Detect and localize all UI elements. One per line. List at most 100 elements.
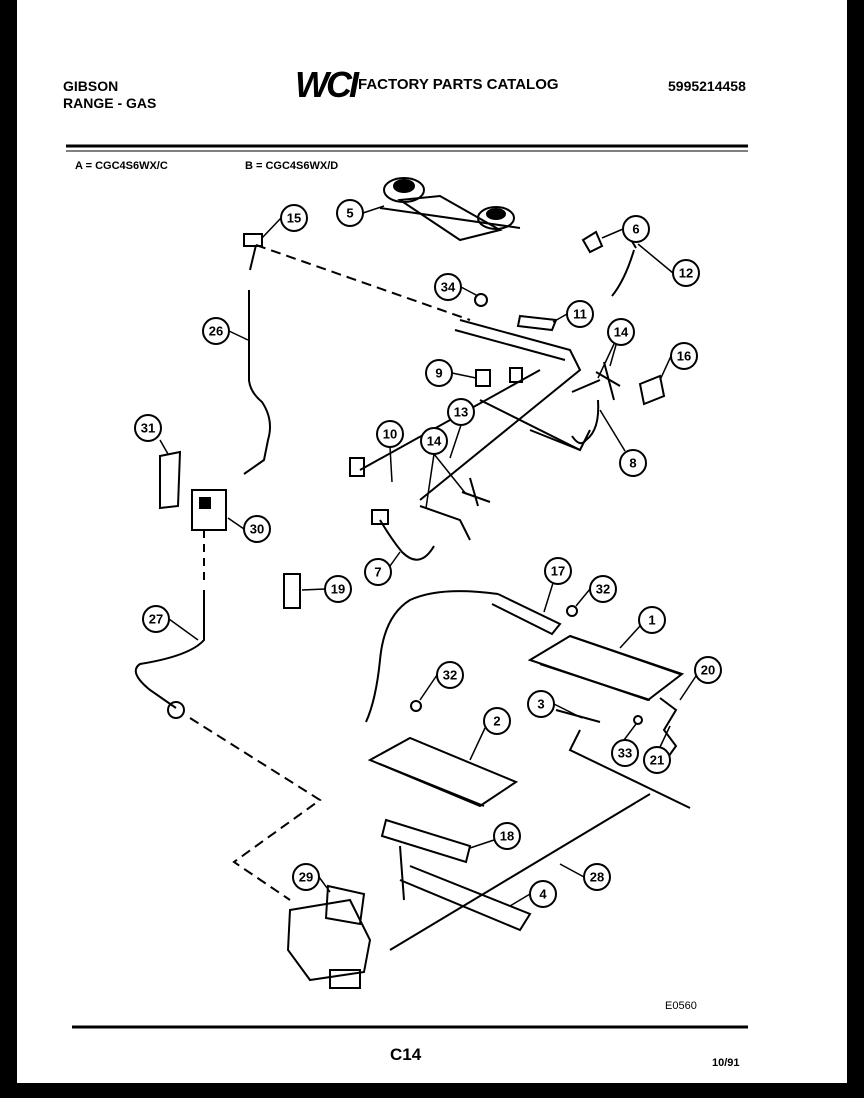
callout-34: 34 (434, 273, 462, 301)
oven-valve-29 (286, 898, 372, 982)
product-type: RANGE - GAS (63, 95, 157, 111)
svg-text:15: 15 (287, 211, 301, 226)
callout-28: 28 (583, 863, 611, 891)
svg-text:32: 32 (596, 582, 610, 597)
svg-text:14: 14 (427, 434, 442, 449)
callout-17: 17 (544, 557, 572, 585)
svg-text:6: 6 (632, 222, 639, 237)
callout-21: 21 (643, 746, 671, 774)
svg-text:17: 17 (551, 564, 565, 579)
callout-15: 15 (280, 204, 308, 232)
part-19 (283, 573, 301, 609)
svg-text:2: 2 (493, 714, 500, 729)
callout-12: 12 (672, 259, 700, 287)
igniter-14b (461, 477, 491, 507)
svg-text:1: 1 (648, 613, 655, 628)
svg-text:33: 33 (618, 746, 632, 761)
callout-26: 26 (202, 317, 230, 345)
model-b: B = CGC4S6WX/D (245, 160, 339, 172)
svg-text:27: 27 (149, 612, 163, 627)
tube-26 (243, 290, 271, 475)
svg-text:4: 4 (539, 887, 547, 902)
part-20-21 (659, 697, 678, 761)
manifold-13 (419, 319, 582, 501)
svg-text:32: 32 (443, 668, 457, 683)
callout-9: 9 (425, 359, 453, 387)
tube-27 (134, 590, 205, 709)
part-32b (410, 700, 422, 712)
part-6 (581, 230, 604, 254)
wci-logo: WCI (295, 64, 359, 105)
svg-text:11: 11 (573, 307, 587, 322)
brand-block: GIBSON RANGE - GAS (63, 78, 156, 112)
callout-32a: 32 (589, 575, 617, 603)
connector-15 (249, 244, 257, 271)
svg-text:10: 10 (383, 427, 397, 442)
part-18 (380, 818, 472, 864)
burner-2 (367, 736, 519, 808)
callout-14b: 14 (420, 427, 448, 455)
callout-4: 4 (529, 880, 557, 908)
catalog-number: 5995214458 (668, 78, 746, 94)
svg-text:28: 28 (590, 870, 604, 885)
catalog-sheet (17, 0, 847, 1083)
callout-20: 20 (694, 656, 722, 684)
svg-text:14: 14 (614, 325, 629, 340)
callout-10: 10 (376, 420, 404, 448)
rod-28 (389, 793, 651, 951)
callout-6: 6 (622, 215, 650, 243)
svg-text:30: 30 (250, 522, 264, 537)
part-33 (633, 715, 643, 725)
leader-15 (255, 244, 471, 321)
part-11 (516, 314, 558, 332)
regulator-30 (191, 489, 227, 531)
callout-33: 33 (611, 739, 639, 767)
callout-31: 31 (134, 414, 162, 442)
callout-group: 15 5 6 12 34 11 14 26 16 9 8 31 13 10 14… (134, 199, 722, 908)
catalog-title: FACTORY PARTS CATALOG (358, 76, 559, 93)
callout-8: 8 (619, 449, 647, 477)
svg-text:34: 34 (441, 280, 456, 295)
part-16 (638, 374, 666, 406)
svg-text:21: 21 (650, 753, 664, 768)
svg-text:19: 19 (331, 582, 345, 597)
part-9 (475, 369, 491, 387)
part-12 (611, 237, 637, 297)
callout-14a: 14 (607, 318, 635, 346)
part-31 (159, 450, 182, 510)
callout-29: 29 (292, 863, 320, 891)
svg-text:29: 29 (299, 870, 313, 885)
svg-text:20: 20 (701, 663, 715, 678)
callout-1: 1 (638, 606, 666, 634)
part-32a (566, 605, 578, 617)
page-number: C14 (390, 1045, 422, 1064)
svg-text:31: 31 (141, 421, 155, 436)
svg-text:12: 12 (679, 266, 693, 281)
fitting-15 (243, 233, 263, 247)
callout-32b: 32 (436, 661, 464, 689)
callout-2: 2 (483, 707, 511, 735)
lead-7 (379, 519, 435, 561)
callout-19: 19 (324, 575, 352, 603)
callout-30: 30 (243, 515, 271, 543)
callout-13: 13 (447, 398, 475, 426)
callout-11: 11 (566, 300, 594, 328)
svg-text:5: 5 (346, 206, 353, 221)
svg-text:3: 3 (537, 697, 544, 712)
svg-text:16: 16 (677, 349, 691, 364)
svg-text:13: 13 (454, 405, 468, 420)
model-a: A = CGC4S6WX/C (75, 160, 168, 172)
top-valve-assembly (379, 177, 521, 242)
callout-5: 5 (336, 199, 364, 227)
leader-lines (159, 205, 697, 907)
svg-text:18: 18 (500, 829, 514, 844)
callout-3: 3 (527, 690, 555, 718)
part-34 (474, 293, 488, 307)
svg-text:7: 7 (374, 565, 381, 580)
brand-name: GIBSON (63, 78, 119, 94)
diagram-id: E0560 (665, 1000, 697, 1012)
svg-text:9: 9 (435, 366, 442, 381)
callout-7: 7 (364, 558, 392, 586)
svg-text:8: 8 (629, 456, 636, 471)
